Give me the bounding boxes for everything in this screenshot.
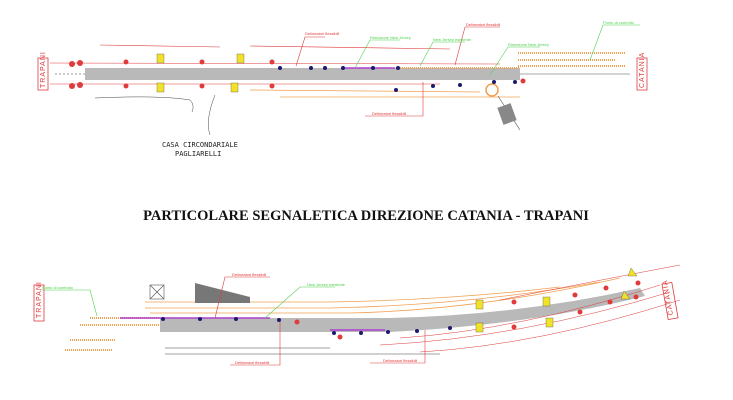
bottom-callout-4: New Jersey esistente bbox=[307, 282, 346, 287]
roundabout bbox=[485, 83, 499, 97]
hatched-structure bbox=[195, 283, 250, 303]
top-red-signs bbox=[69, 59, 526, 89]
bottom-delineators bbox=[161, 317, 452, 335]
top-callout-2: Delineatori flessibili bbox=[466, 22, 500, 27]
catania-box-bottom bbox=[661, 281, 679, 321]
top-plan: TRAPANI CATANIA bbox=[37, 20, 648, 158]
parking-area bbox=[497, 103, 517, 125]
top-callout-6: Rimozione New Jersey bbox=[508, 42, 549, 47]
top-callout-7: Punto di controllo bbox=[603, 20, 635, 25]
bottom-callout-2: Delineatori flessibili bbox=[235, 360, 269, 365]
building-label-2: PAGLIARELLI bbox=[175, 150, 221, 158]
top-yellow-signs bbox=[156, 53, 245, 93]
top-delineators bbox=[278, 66, 517, 92]
road-top bbox=[85, 68, 520, 80]
bottom-callout-1: Delineatori flessibili bbox=[232, 272, 266, 277]
road-bottom bbox=[160, 288, 645, 332]
building-label-1: CASA CIRCONDARIALE bbox=[162, 141, 238, 149]
bottom-catania-label: CATANIA bbox=[662, 279, 675, 316]
top-callout-3: Delineatori flessibili bbox=[372, 111, 406, 116]
top-trapani-label: TRAPANI bbox=[40, 51, 47, 88]
top-callout-1: Delineatori flessibili bbox=[305, 31, 339, 36]
bottom-yellow-signs bbox=[475, 267, 638, 333]
bottom-callout-5: Punto di controllo bbox=[42, 285, 74, 290]
drawing-title: PARTICOLARE SEGNALETICA DIREZIONE CATANI… bbox=[143, 208, 589, 224]
catania-box-top bbox=[636, 57, 648, 91]
trapani-box-top bbox=[37, 57, 49, 91]
bottom-trapani-label: TRAPANI bbox=[36, 281, 43, 318]
top-callout-4: Rimozione New Jersey bbox=[370, 35, 411, 40]
top-callout-5: New Jersey esistente bbox=[433, 37, 472, 42]
top-catania-label: CATANIA bbox=[639, 52, 646, 88]
trapani-box-bottom bbox=[33, 284, 45, 322]
bottom-red-signs bbox=[294, 280, 641, 340]
bottom-callout-3: Delineatori flessibili bbox=[383, 358, 417, 363]
bottom-plan: TRAPANI CATANIA bbox=[33, 264, 681, 366]
